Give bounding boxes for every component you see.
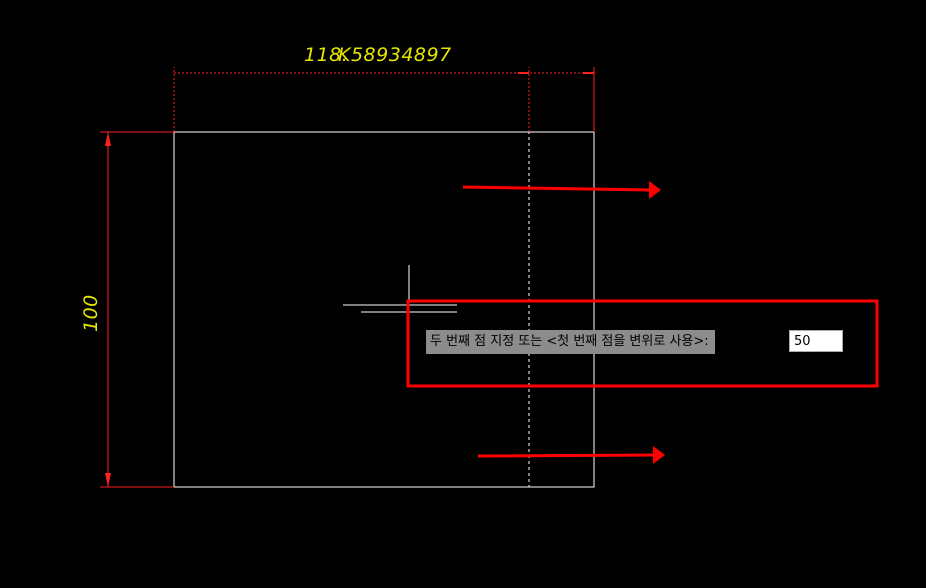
right-arrow-icon <box>462 181 661 199</box>
top-dimension-text: 118. <box>304 44 349 66</box>
right-arrow-icon <box>477 446 665 464</box>
original-rectangle[interactable] <box>173 131 530 488</box>
annotation-highlight-box <box>406 299 879 388</box>
left-dimension[interactable] <box>100 131 174 488</box>
moved-rectangle[interactable] <box>173 131 595 488</box>
left-dimension-text: 100 <box>80 294 102 332</box>
top-dimension-text-overlap: K58934897 <box>338 44 452 66</box>
command-prompt-input[interactable] <box>789 330 843 352</box>
command-prompt-label: 두 번째 점 지정 또는 <첫 번째 점을 변위로 사용>: <box>426 330 715 354</box>
top-dimension[interactable] <box>173 67 595 132</box>
